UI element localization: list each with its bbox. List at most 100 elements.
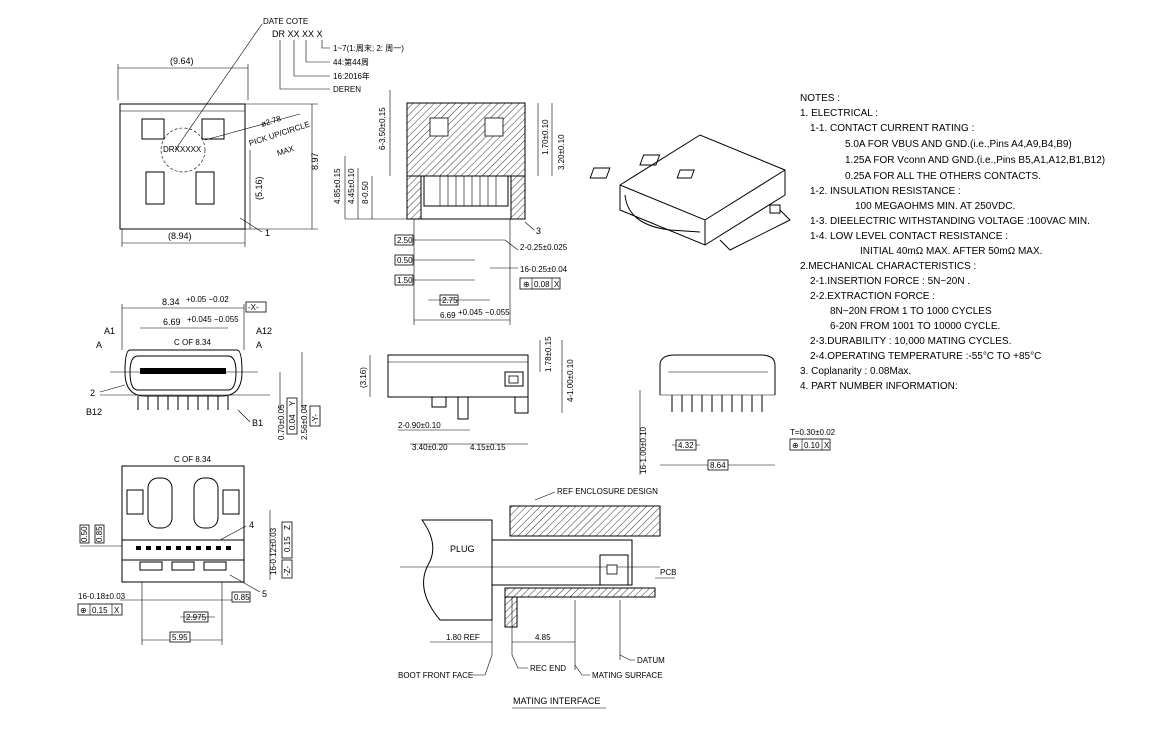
bottom-datum-z: -Z- bbox=[283, 565, 292, 576]
bottom-dim-085: 0.85 bbox=[234, 593, 250, 602]
front-dim-834: 8.34 bbox=[162, 297, 180, 307]
front-receptacle-outline bbox=[124, 349, 243, 397]
notes-block: NOTES : 1. ELECTRICAL : 1-1. CONTACT CUR… bbox=[800, 93, 1105, 392]
side-dim-320: 3.20±0.10 bbox=[557, 134, 566, 170]
front-callout-2: 2 bbox=[90, 388, 95, 398]
mating-rec-end: REC END bbox=[530, 664, 566, 673]
bottom-cl: C OF 8.34 bbox=[174, 455, 211, 464]
bottom-callout-4: 4 bbox=[249, 520, 254, 530]
mating-plug bbox=[421, 519, 493, 621]
bottom-tol-015: 0.15 bbox=[283, 536, 292, 552]
front-a12: A12 bbox=[256, 326, 272, 336]
top-dim-width-ref: (9.64) bbox=[170, 56, 194, 66]
side-tol-val: 0.08 bbox=[534, 280, 550, 289]
side-dim-250: 2.50 bbox=[397, 236, 413, 245]
rear-dim-16100: 16-1.00±0.10 bbox=[639, 426, 648, 474]
bottom-tol-x-ref: X bbox=[114, 606, 120, 615]
front-tol-y-ref: Y bbox=[288, 400, 297, 406]
bottom-dim-16018: 16-0.18±0.03 bbox=[78, 592, 126, 601]
side-dim-669: 6.69 bbox=[440, 311, 456, 320]
side-shell-hatch bbox=[406, 102, 526, 177]
side-callout-3: 3 bbox=[536, 226, 541, 236]
date-code-format: DR XX XX X bbox=[272, 29, 323, 39]
bottom-dim-085v: 0.85 bbox=[95, 526, 104, 542]
note-line: 2-2.EXTRACTION FORCE : bbox=[810, 291, 935, 302]
note-line: INITIAL 40mΩ MAX. AFTER 50mΩ MAX. bbox=[860, 246, 1042, 257]
mating-dim-485: 4.85 bbox=[535, 633, 551, 642]
front-b1: B1 bbox=[252, 418, 263, 428]
mating-pcb bbox=[504, 587, 656, 598]
svg-text:⊕: ⊕ bbox=[80, 606, 87, 615]
mating-enclosure bbox=[509, 505, 661, 537]
side-dim-2025: 2-0.25±0.025 bbox=[520, 243, 568, 252]
side2-body bbox=[387, 354, 529, 398]
side-dim-669-tol: +0.045 −0.055 bbox=[458, 308, 510, 317]
note-line: 6-20N FROM 1001 TO 10000 CYCLE. bbox=[830, 321, 1000, 332]
note-line: 5.0A FOR VBUS AND GND.(i.e.,Pins A4,A9,B… bbox=[845, 139, 1072, 150]
front-a1: A1 bbox=[104, 326, 115, 336]
side-dim-050: 0.50 bbox=[397, 256, 413, 265]
bottom-view-body bbox=[121, 465, 245, 583]
mating-dim-180: 1.80 REF bbox=[446, 633, 480, 642]
note-line: 4. PART NUMBER INFORMATION: bbox=[800, 381, 958, 392]
date-code-year: 16:2016年 bbox=[333, 71, 370, 81]
rear-view: 16-1.00±0.10 4.32 8.64 T=0.30±0.02 ⊕ 0.1… bbox=[639, 354, 836, 475]
front-dim-256: 2.56±0.04 bbox=[300, 404, 309, 440]
note-line: 1.25A FOR Vconn AND GND.(i.e.,Pins B5,A1… bbox=[845, 155, 1105, 166]
note-line: 1. ELECTRICAL : bbox=[800, 108, 878, 119]
front-tol-004: 0.04 bbox=[288, 414, 297, 430]
side2-dim-2090: 2-0.90±0.10 bbox=[398, 421, 441, 430]
front-a-left: A bbox=[96, 340, 102, 350]
note-line: 1-4. LOW LEVEL CONTACT RESISTANCE : bbox=[810, 231, 1008, 242]
note-line: 2-1.INSERTION FORCE : 5N~20N . bbox=[810, 276, 970, 287]
top-dim-mid: (5.16) bbox=[254, 176, 264, 200]
side-tol-pos: ⊕ bbox=[523, 280, 530, 289]
bottom-callout-5: 5 bbox=[262, 589, 267, 599]
side-view-2: (3.16) 1.78±0.15 4-1.00±0.10 2-0.90±0.10… bbox=[359, 336, 575, 452]
front-b12: B12 bbox=[86, 407, 102, 417]
mating-surface: MATING SURFACE bbox=[592, 671, 663, 680]
date-code-block: DATE COTE DR XX XX X 1~7(1:周末; 2: 周一) 44… bbox=[174, 17, 404, 151]
svg-text:⊕: ⊕ bbox=[792, 441, 799, 450]
note-line: 0.25A FOR ALL THE OTHERS CONTACTS. bbox=[845, 171, 1041, 182]
notes-title: NOTES : bbox=[800, 93, 840, 104]
mating-pcb-label: PCB bbox=[660, 568, 676, 577]
date-code-title: DATE COTE bbox=[263, 17, 308, 26]
rear-body-outline bbox=[659, 354, 776, 395]
bottom-dim-16012: 16-0.12±0.03 bbox=[269, 527, 278, 575]
front-a-right: A bbox=[256, 340, 262, 350]
side-dim-275: 2.75 bbox=[442, 296, 458, 305]
top-marking: DRXXXXX bbox=[163, 145, 202, 154]
side-tol-ref: X bbox=[554, 280, 560, 289]
rear-tol-ref: X bbox=[824, 441, 830, 450]
side2-dim-178: 1.78±0.15 bbox=[544, 336, 553, 372]
bottom-dim-595: 5.95 bbox=[172, 633, 188, 642]
date-code-week: 44:第44周 bbox=[333, 57, 369, 67]
top-view: (9.64) DRXXXXX PICK UP/CIRCLE ø2.78 MAX … bbox=[117, 56, 320, 247]
front-dim-669: 6.69 bbox=[163, 317, 181, 327]
rear-dim-864: 8.64 bbox=[710, 461, 726, 470]
note-line: 3. Coplanarity : 0.08Max. bbox=[800, 366, 911, 377]
date-code-weekday: 1~7(1:周末; 2: 周一) bbox=[333, 43, 404, 53]
side2-dim-4100: 4-1.00±0.10 bbox=[566, 359, 575, 402]
bottom-dim-050: 0.50 bbox=[80, 526, 89, 542]
mating-title: MATING INTERFACE bbox=[513, 696, 600, 706]
front-dim-669-tol: +0.045 −0.055 bbox=[187, 315, 239, 324]
side2-dim-316: (3.16) bbox=[359, 367, 368, 388]
note-line: 8N~20N FROM 1 TO 1000 CYCLES bbox=[830, 306, 992, 317]
rear-tol-010: 0.10 bbox=[804, 441, 820, 450]
top-view-body bbox=[119, 103, 246, 230]
side-dim-445: 4.45±0.10 bbox=[347, 168, 356, 204]
side-section-view: 6-3.50±0.15 4.85±0.15 4.45±0.10 8-0.50 1… bbox=[333, 90, 568, 325]
side2-dim-340: 3.40±0.20 bbox=[412, 443, 448, 452]
front-datum-y: -Y- bbox=[311, 414, 320, 424]
top-callout-1: 1 bbox=[265, 228, 270, 238]
pick-up-label: PICK UP/CIRCLE bbox=[248, 120, 311, 148]
front-view: 8.34 +0.05 −0.02 -X- 6.69 +0.045 −0.055 … bbox=[86, 295, 321, 440]
isometric-view bbox=[589, 134, 791, 251]
note-line: 1-3. DIEELECTRIC WITHSTANDING VOLTAGE :1… bbox=[810, 216, 1090, 227]
date-code-maker: DEREN bbox=[333, 85, 361, 94]
side-dim-170: 1.70±0.10 bbox=[541, 119, 550, 155]
side2-dim-415: 4.15±0.15 bbox=[470, 443, 506, 452]
